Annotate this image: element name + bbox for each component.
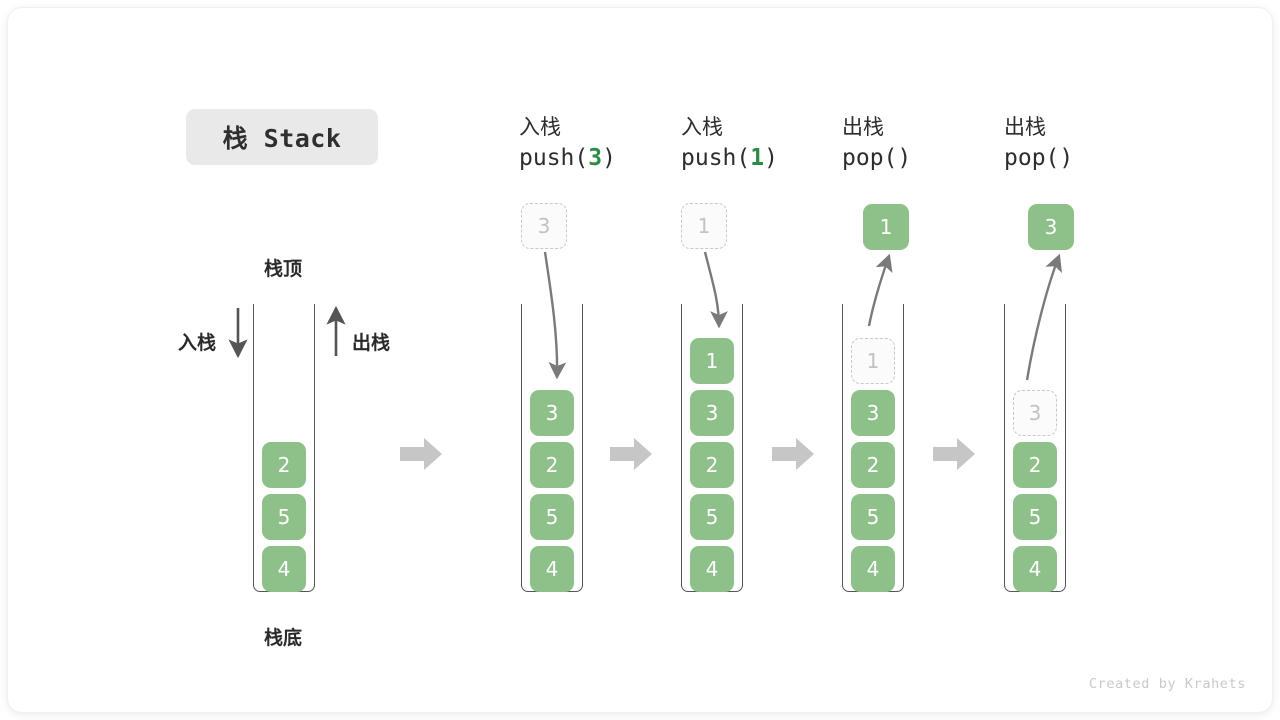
operation-cn: 入栈 bbox=[519, 115, 561, 139]
stack-cell: 5 bbox=[690, 494, 734, 540]
stack-cell: 3 bbox=[851, 390, 895, 436]
stack-bottom-label: 栈底 bbox=[264, 627, 303, 649]
operation-code: pop() bbox=[1004, 145, 1074, 171]
stack-cell: 5 bbox=[530, 494, 574, 540]
operation-label-push-1: 入栈 push(1) bbox=[681, 112, 831, 174]
diagram-title: 栈 Stack bbox=[186, 109, 378, 165]
operation-cn: 出栈 bbox=[1004, 115, 1046, 139]
stack-top-label: 栈顶 bbox=[264, 258, 303, 280]
stack-cell: 4 bbox=[690, 546, 734, 592]
stack-after-push-1: 1 3 2 5 4 bbox=[681, 304, 743, 592]
stack-cell: 2 bbox=[690, 442, 734, 488]
stack-during-pop-1: 1 3 2 5 4 bbox=[842, 304, 904, 592]
diagram-stage: 栈 Stack 栈顶 栈底 入栈 出栈 2 5 4 入栈 push(3) 3 3 bbox=[8, 8, 1272, 712]
stack-cell: 3 bbox=[530, 390, 574, 436]
operation-label-push-3: 入栈 push(3) bbox=[519, 112, 669, 174]
footer-credit: Created by Krahets bbox=[1088, 676, 1246, 692]
diagram-card: 栈 Stack 栈顶 栈底 入栈 出栈 2 5 4 入栈 push(3) 3 3 bbox=[8, 8, 1272, 712]
stack-cell: 4 bbox=[851, 546, 895, 592]
stack-cell: 2 bbox=[851, 442, 895, 488]
push-direction-label: 入栈 bbox=[178, 332, 217, 354]
operation-code: push(3) bbox=[519, 145, 616, 171]
operation-cn: 出栈 bbox=[842, 115, 884, 139]
step-arrow bbox=[931, 436, 977, 472]
operation-cn: 入栈 bbox=[681, 115, 723, 139]
stack-cell: 3 bbox=[690, 390, 734, 436]
stack-during-pop-3: 3 2 5 4 bbox=[1004, 304, 1066, 592]
pop-result-box: 1 bbox=[863, 204, 909, 250]
stack-cell: 2 bbox=[530, 442, 574, 488]
step-arrow bbox=[398, 436, 444, 472]
stack-cell-ghost: 3 bbox=[1013, 390, 1057, 436]
stack-initial: 2 5 4 bbox=[253, 304, 315, 592]
stack-cell-ghost: 1 bbox=[851, 338, 895, 384]
stack-cell: 2 bbox=[1013, 442, 1057, 488]
stack-cell: 4 bbox=[1013, 546, 1057, 592]
stack-cell: 4 bbox=[530, 546, 574, 592]
operation-label-pop-1: 出栈 pop() bbox=[842, 112, 992, 174]
push-operand-box: 1 bbox=[681, 203, 727, 249]
stack-cell: 1 bbox=[690, 338, 734, 384]
stack-cell: 5 bbox=[851, 494, 895, 540]
operation-code: pop() bbox=[842, 145, 912, 171]
step-arrow bbox=[770, 436, 816, 472]
stack-cell: 5 bbox=[262, 494, 306, 540]
stack-cell: 4 bbox=[262, 546, 306, 592]
operation-code: push(1) bbox=[681, 145, 778, 171]
pop-result-box: 3 bbox=[1028, 204, 1074, 250]
stack-cell: 5 bbox=[1013, 494, 1057, 540]
push-operand-box: 3 bbox=[521, 203, 567, 249]
stack-after-push-3: 3 2 5 4 bbox=[521, 304, 583, 592]
operation-label-pop-3: 出栈 pop() bbox=[1004, 112, 1154, 174]
pop-direction-label: 出栈 bbox=[352, 332, 391, 354]
stack-cell: 2 bbox=[262, 442, 306, 488]
step-arrow bbox=[608, 436, 654, 472]
